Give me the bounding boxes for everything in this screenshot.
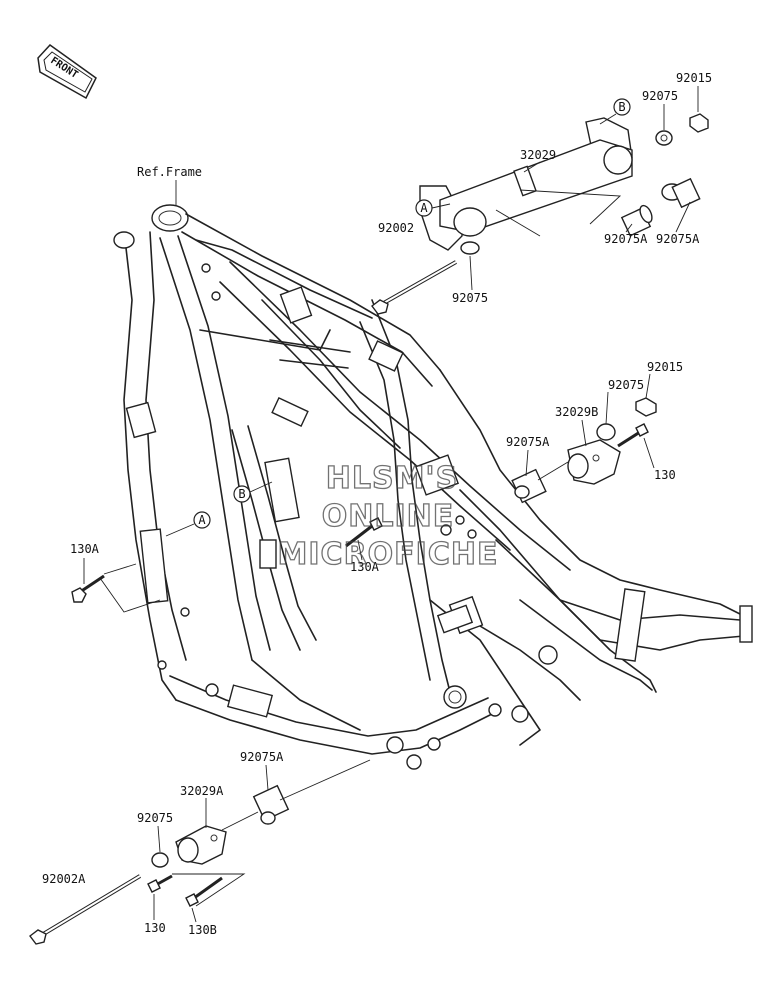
label-32029A: 32029A bbox=[180, 784, 224, 798]
watermark-line-2: ONLINE bbox=[322, 499, 455, 534]
upper-mount-assembly bbox=[419, 117, 633, 251]
label-92002A: 92002A bbox=[42, 872, 86, 886]
label-92015-mid: 92015 bbox=[647, 360, 683, 374]
callout-b-left: B bbox=[233, 481, 273, 503]
label-130A-left: 130A bbox=[70, 542, 100, 556]
nut-92015-top bbox=[689, 113, 709, 133]
washer-92075-under bbox=[460, 241, 480, 255]
washer-92075-low bbox=[151, 852, 169, 868]
label-92075-under: 92075 bbox=[452, 291, 488, 305]
bolt-92002A bbox=[29, 874, 142, 945]
watermark: HLSM'S ONLINE MICROFICHE bbox=[277, 460, 499, 572]
svg-text:B: B bbox=[238, 487, 245, 501]
label-92075-top: 92075 bbox=[642, 89, 678, 103]
bolt-130A-left bbox=[71, 574, 105, 603]
svg-text:A: A bbox=[198, 513, 206, 527]
label-130B: 130B bbox=[188, 923, 217, 937]
label-32029: 32029 bbox=[520, 148, 556, 162]
label-130-mid: 130 bbox=[654, 468, 676, 482]
part-labels: 92015 92075 32029 92075A 92075A 92002 92… bbox=[42, 71, 712, 937]
label-32029B: 32029B bbox=[555, 405, 598, 419]
callout-b-top: B bbox=[599, 98, 631, 125]
label-130A-center: 130A bbox=[350, 560, 380, 574]
watermark-line-1: HLSM'S bbox=[326, 461, 458, 496]
label-92075A-mid2: 92075A bbox=[506, 435, 550, 449]
watermark-line-3: MICROFICHE bbox=[278, 537, 499, 572]
bushing-92075A-top-2 bbox=[661, 177, 701, 209]
bolt-130B bbox=[185, 876, 223, 907]
bolt-130A-center bbox=[345, 517, 383, 548]
motorcycle-frame bbox=[113, 204, 753, 770]
label-92075A-mid: 92075A bbox=[604, 232, 648, 246]
bolt-130-low bbox=[147, 874, 173, 893]
washer-92075-top bbox=[655, 130, 673, 146]
callout-a-left: A bbox=[165, 511, 211, 537]
ref-frame-label: Ref.Frame bbox=[137, 165, 202, 179]
svg-text:A: A bbox=[420, 201, 428, 215]
label-130-low: 130 bbox=[144, 921, 166, 935]
label-92015-top: 92015 bbox=[676, 71, 712, 85]
callout-a-top: A bbox=[415, 199, 451, 217]
front-arrow-icon: FRONT bbox=[37, 44, 97, 100]
label-92075A-right: 92075A bbox=[656, 232, 700, 246]
bolt-92002 bbox=[371, 260, 457, 315]
mid-mount-assembly bbox=[511, 397, 657, 504]
label-92002: 92002 bbox=[378, 221, 414, 235]
lower-mount-assembly bbox=[29, 759, 371, 945]
label-92075-mid: 92075 bbox=[608, 378, 644, 392]
label-92075A-low: 92075A bbox=[240, 750, 284, 764]
svg-text:B: B bbox=[618, 100, 625, 114]
label-92075-low: 92075 bbox=[137, 811, 173, 825]
